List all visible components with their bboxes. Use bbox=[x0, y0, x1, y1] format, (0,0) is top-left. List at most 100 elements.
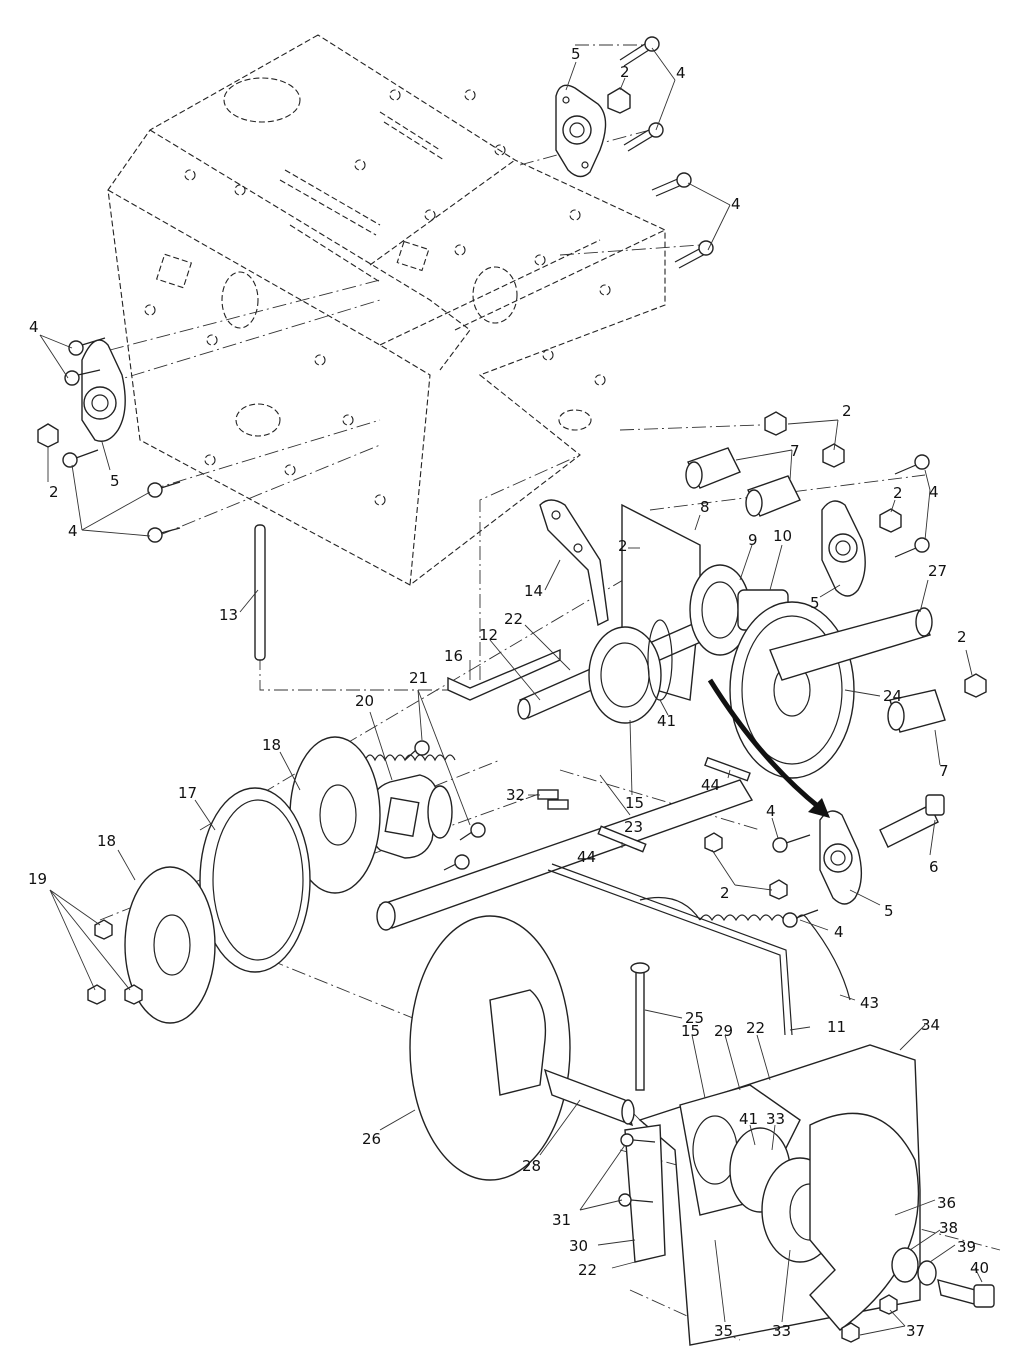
callout-c32: 15 bbox=[625, 794, 644, 812]
spring-43 bbox=[639, 896, 851, 1001]
bolt-upper-1 bbox=[619, 36, 660, 67]
callout-c23: 16 bbox=[444, 647, 463, 665]
hub-28 bbox=[543, 1068, 635, 1127]
axle-tube bbox=[376, 779, 754, 931]
bolt-40 bbox=[937, 1279, 995, 1308]
callout-c36: 4 bbox=[766, 802, 776, 820]
rod-11 bbox=[547, 863, 793, 1036]
washer-38 bbox=[891, 1247, 919, 1283]
friction-wheel-15 bbox=[588, 619, 673, 724]
callout-c57: 31 bbox=[552, 1211, 571, 1229]
callout-c29: 41 bbox=[657, 712, 676, 730]
callout-c64: 37 bbox=[906, 1322, 925, 1340]
callout-c3: 4 bbox=[676, 64, 686, 82]
callout-c35: 23 bbox=[624, 818, 643, 836]
callout-c43: 4 bbox=[834, 923, 844, 941]
hardware-lower-right bbox=[704, 832, 819, 928]
callout-c12: 2 bbox=[893, 484, 903, 502]
callout-c24: 21 bbox=[409, 669, 428, 687]
washer-39 bbox=[917, 1260, 937, 1286]
callout-c4: 4 bbox=[731, 195, 741, 213]
callout-c10: 7 bbox=[790, 442, 800, 460]
plate-18-lower bbox=[124, 866, 216, 1024]
drive-disc-26 bbox=[409, 915, 571, 1181]
pin-44-b bbox=[597, 825, 647, 853]
callout-c34: 32 bbox=[506, 786, 525, 804]
bearing-flange-upper bbox=[555, 84, 607, 178]
callout-c60: 30 bbox=[569, 1237, 588, 1255]
gear-24 bbox=[729, 601, 855, 779]
callout-c16: 2 bbox=[618, 537, 628, 555]
callout-c6: 2 bbox=[49, 483, 59, 501]
nut-upper bbox=[607, 87, 631, 114]
callout-c48: 15 bbox=[681, 1022, 700, 1040]
callout-c39: 6 bbox=[929, 858, 939, 876]
nut-2-d bbox=[964, 673, 987, 698]
callout-c27: 24 bbox=[883, 687, 902, 705]
leader-lines bbox=[39, 47, 983, 1336]
pin-25 bbox=[630, 962, 650, 1091]
nuts-37 bbox=[841, 1294, 898, 1343]
callout-c14: 9 bbox=[748, 531, 758, 549]
callout-c54: 28 bbox=[522, 1157, 541, 1175]
bolts-left bbox=[37, 337, 181, 543]
hub-20 bbox=[369, 774, 453, 859]
callout-c53: 26 bbox=[362, 1130, 381, 1148]
shaft-13 bbox=[254, 524, 266, 661]
plate-18-upper bbox=[289, 736, 381, 894]
callout-c51: 41 bbox=[739, 1110, 758, 1128]
callout-c59: 40 bbox=[970, 1259, 989, 1277]
callout-labels: 5 2 4 4 4 2 5 4 2 7 8 2 4 9 10 2 5 14 27… bbox=[28, 45, 989, 1340]
callout-c44: 25 bbox=[685, 1009, 704, 1027]
callout-c56: 38 bbox=[939, 1219, 958, 1237]
bearing-flange-5-lower bbox=[819, 810, 863, 905]
callout-c8: 4 bbox=[68, 522, 78, 540]
callout-c42: 5 bbox=[884, 902, 894, 920]
callout-c5: 4 bbox=[29, 318, 39, 336]
callout-c52: 33 bbox=[766, 1110, 785, 1128]
callout-c49: 29 bbox=[714, 1022, 733, 1040]
callout-c25: 2 bbox=[957, 628, 967, 646]
callout-c33: 44 bbox=[701, 776, 720, 794]
spacer-7-a bbox=[685, 447, 741, 489]
callout-c11: 8 bbox=[700, 498, 710, 516]
callout-c1: 5 bbox=[571, 45, 581, 63]
bolt-4-right bbox=[894, 454, 930, 558]
callout-c45: 43 bbox=[860, 994, 879, 1012]
frame-housing bbox=[107, 34, 666, 586]
callout-c31: 17 bbox=[178, 784, 197, 802]
lever-14 bbox=[539, 499, 609, 627]
nut-2-a bbox=[764, 411, 787, 436]
callout-c26: 20 bbox=[355, 692, 374, 710]
callout-c30: 7 bbox=[939, 762, 949, 780]
callout-c15: 10 bbox=[773, 527, 792, 545]
bolt-right-1 bbox=[651, 172, 692, 197]
spacer-7-c bbox=[887, 689, 946, 733]
callout-c62: 35 bbox=[714, 1322, 733, 1340]
callout-c18: 14 bbox=[524, 582, 543, 600]
spacer-7-b bbox=[745, 475, 801, 517]
callout-c9: 2 bbox=[842, 402, 852, 420]
guard-36 bbox=[809, 1112, 920, 1331]
nut-2-c bbox=[879, 508, 902, 533]
callout-c37: 18 bbox=[97, 832, 116, 850]
key-32 bbox=[537, 789, 569, 810]
callout-c61: 22 bbox=[578, 1261, 597, 1279]
hub-bolts-21 bbox=[404, 740, 486, 871]
callout-c22: 12 bbox=[479, 626, 498, 644]
callout-c41: 2 bbox=[720, 884, 730, 902]
callout-c38: 44 bbox=[577, 848, 596, 866]
callout-c50: 22 bbox=[746, 1019, 765, 1037]
callout-c20: 13 bbox=[219, 606, 238, 624]
nut-2-b bbox=[822, 443, 845, 468]
bearing-flange-left bbox=[81, 339, 126, 442]
callout-c47: 34 bbox=[921, 1016, 940, 1034]
swing-arrow bbox=[707, 678, 830, 818]
shaft-27 bbox=[769, 607, 933, 681]
callout-c21: 22 bbox=[504, 610, 523, 628]
callout-c19: 27 bbox=[928, 562, 947, 580]
callout-c40: 19 bbox=[28, 870, 47, 888]
friction-ring-17 bbox=[199, 787, 311, 973]
